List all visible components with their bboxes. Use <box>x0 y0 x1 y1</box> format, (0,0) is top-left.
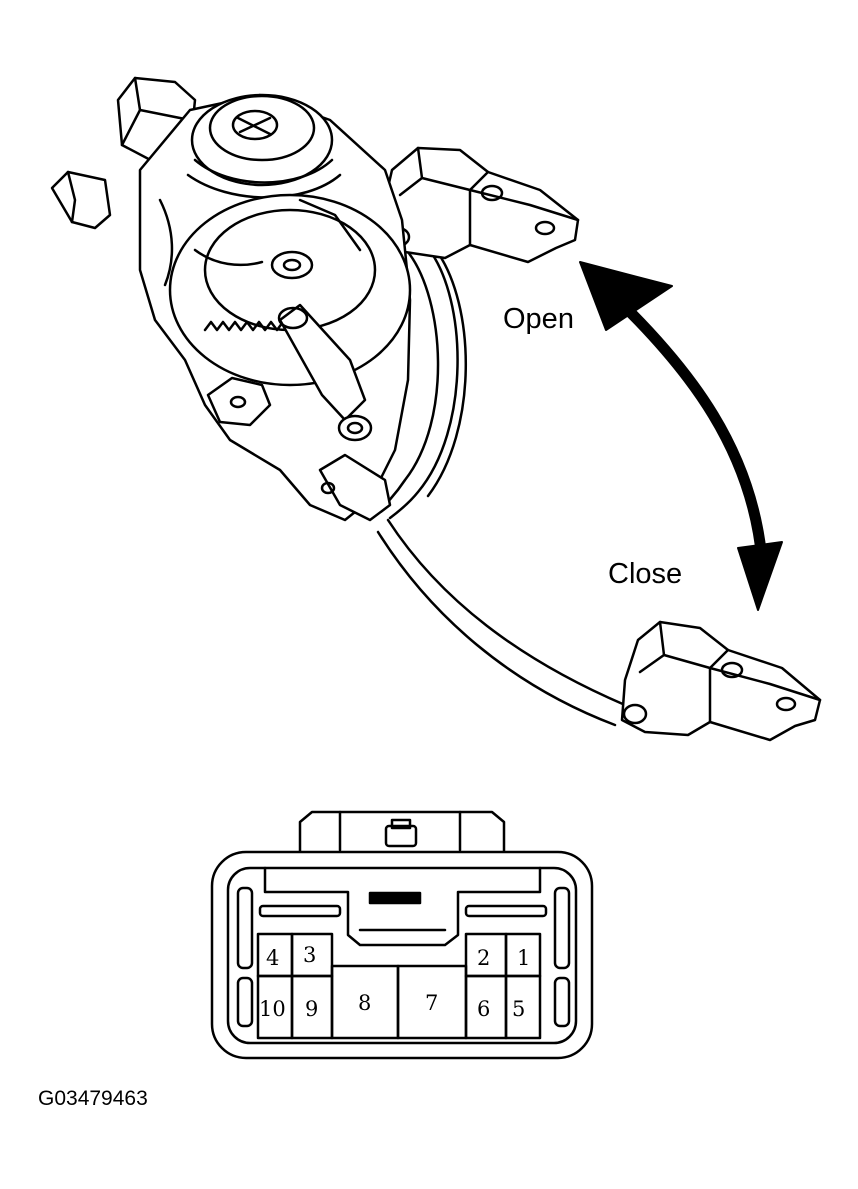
figure-code: G03479463 <box>38 1087 148 1110</box>
pin-label-3: 3 <box>303 943 316 967</box>
pin-label-6: 6 <box>477 997 490 1021</box>
connector-face: 1 2 3 4 5 6 7 8 9 10 <box>210 810 594 1060</box>
open-label: Open <box>503 303 574 335</box>
pin-label-9: 9 <box>305 997 318 1021</box>
upper-bracket <box>380 146 580 264</box>
pin-label-4: 4 <box>266 946 279 970</box>
pin-label-2: 2 <box>477 946 490 970</box>
close-label: Close <box>608 558 683 590</box>
lower-bracket <box>620 620 822 742</box>
arrow-head-open <box>579 261 673 331</box>
pin-label-8: 8 <box>358 991 371 1015</box>
motion-arrow <box>579 261 783 611</box>
pin-label-10: 10 <box>259 997 286 1021</box>
pin-label-1: 1 <box>517 946 530 970</box>
motor-assembly <box>50 76 412 522</box>
arrow-head-close <box>737 541 783 611</box>
pin-label-5: 5 <box>512 997 525 1021</box>
regulator-arm <box>376 246 627 727</box>
pin-label-7: 7 <box>425 991 438 1015</box>
